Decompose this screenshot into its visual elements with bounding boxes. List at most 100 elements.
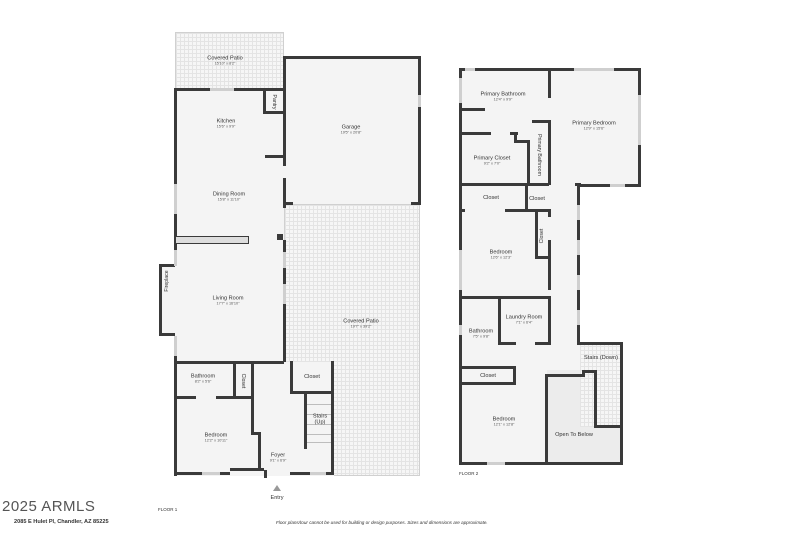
wall (620, 342, 623, 464)
floor-2-label: FLOOR 2 (459, 471, 479, 476)
room-label: Open To Below (555, 431, 593, 438)
wall (258, 432, 261, 468)
wall (532, 120, 550, 123)
wall (411, 202, 421, 205)
wall (174, 88, 177, 184)
watermark: 2025 ARMLS (2, 498, 96, 515)
wall (548, 209, 551, 217)
stair-tread (307, 414, 331, 415)
floor-1-label: FLOOR 1 (158, 507, 178, 512)
room-label: Stairs (Up) (312, 413, 328, 426)
wall (548, 240, 551, 290)
wall (277, 234, 283, 240)
window (174, 336, 177, 356)
wall (548, 68, 551, 98)
stair-tread (307, 404, 331, 405)
property-address: 2085 E Hulet Pl, Chandler, AZ 85225 (14, 519, 109, 525)
window (459, 78, 462, 103)
room-label: Closet (480, 372, 496, 379)
entry-label: Entry (270, 494, 284, 501)
window (577, 275, 580, 290)
window (418, 95, 421, 107)
wall (459, 132, 491, 135)
wall (459, 462, 623, 465)
wall (459, 366, 514, 369)
wall (582, 370, 585, 377)
window (574, 68, 614, 71)
wall (459, 108, 485, 111)
window (202, 472, 220, 475)
wall (251, 432, 261, 435)
wall (577, 342, 623, 345)
wall (175, 236, 249, 244)
window (465, 68, 475, 71)
wall (514, 140, 529, 143)
window (577, 240, 580, 255)
wall (514, 132, 517, 142)
wall (174, 361, 284, 364)
wall (498, 296, 501, 344)
wall (290, 391, 334, 394)
stairs-down-area (580, 342, 622, 427)
room-label: Primary Bathroom (536, 134, 542, 176)
wall (594, 370, 597, 428)
wall (159, 264, 162, 336)
wall (548, 296, 551, 344)
wall (159, 333, 175, 336)
wall (216, 396, 252, 399)
wall (582, 370, 597, 373)
window (310, 472, 326, 475)
stair-tread (307, 434, 331, 435)
wall (535, 210, 538, 258)
wall (283, 56, 421, 59)
garage-area (284, 57, 420, 204)
stair-tread (307, 442, 331, 443)
wall (331, 361, 334, 475)
room-label: Stairs (Down) (584, 354, 618, 361)
room-label: Closet (539, 228, 545, 244)
wall (459, 382, 516, 385)
wall (283, 56, 286, 166)
wall (233, 361, 236, 396)
wall (459, 183, 549, 186)
wall (230, 468, 264, 471)
fireplace-area (160, 265, 176, 335)
wall (594, 425, 623, 428)
room-label: Fireplace (164, 270, 170, 292)
wall (174, 356, 177, 476)
wall (283, 178, 286, 208)
wall (283, 240, 286, 252)
wall (263, 111, 283, 114)
window (459, 250, 462, 290)
entry-arrow-icon (273, 485, 281, 491)
wall (535, 256, 551, 259)
window (610, 184, 625, 187)
window (487, 462, 505, 465)
wall (513, 366, 516, 384)
window (577, 310, 580, 325)
wall (283, 304, 286, 362)
wall (527, 140, 530, 185)
wall (535, 342, 551, 345)
wall (545, 374, 585, 377)
disclaimer: Floor plans/tour cannot be used for buil… (276, 520, 488, 525)
wall (251, 361, 254, 433)
wall (290, 361, 293, 391)
window (174, 184, 177, 214)
wall (459, 296, 551, 299)
wall (283, 268, 286, 284)
window (577, 205, 580, 220)
